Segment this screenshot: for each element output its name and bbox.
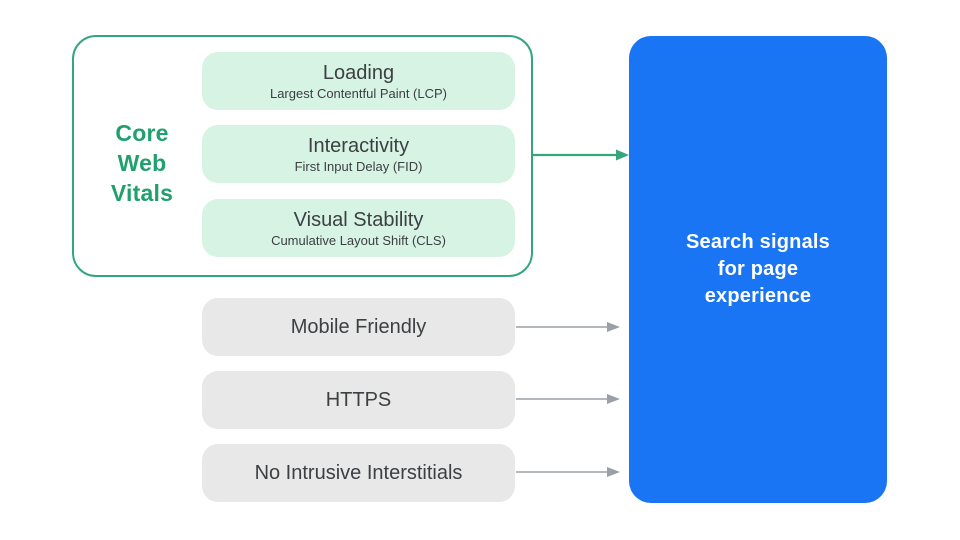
signal-label: Mobile Friendly [290, 316, 427, 338]
vital-pill-visual-stability: Visual Stability Cumulative Layout Shift… [202, 199, 515, 257]
vital-subtitle: First Input Delay (FID) [294, 158, 423, 174]
signal-pill-mobile-friendly: Mobile Friendly [202, 298, 515, 356]
signal-label: HTTPS [325, 389, 392, 411]
vital-subtitle: Cumulative Layout Shift (CLS) [271, 232, 446, 248]
vital-title: Interactivity [307, 134, 410, 157]
core-web-vitals-label: Core Web Vitals [110, 120, 174, 206]
signal-label: No Intrusive Interstitials [254, 462, 463, 484]
no-intrusive-interstitials-right-arrow-icon [516, 467, 620, 477]
mobile-friendly-right-arrow-icon [516, 322, 620, 332]
vital-subtitle: Largest Contentful Paint (LCP) [269, 85, 448, 101]
vital-title: Loading [322, 61, 395, 84]
signal-pill-https: HTTPS [202, 371, 515, 429]
https-right-arrow-icon [516, 394, 620, 404]
core-web-vitals-group [72, 35, 533, 277]
vital-pill-interactivity: Interactivity First Input Delay (FID) [202, 125, 515, 183]
vital-pill-loading: Loading Largest Contentful Paint (LCP) [202, 52, 515, 110]
signal-pill-no-intrusive-interstitials: No Intrusive Interstitials [202, 444, 515, 502]
vital-title: Visual Stability [293, 208, 424, 231]
core-web-vitals-right-arrow-icon [533, 149, 629, 161]
search-signals-label: Search signals for page experience [686, 231, 830, 307]
search-signals-box: Search signals for page experience [629, 36, 887, 503]
